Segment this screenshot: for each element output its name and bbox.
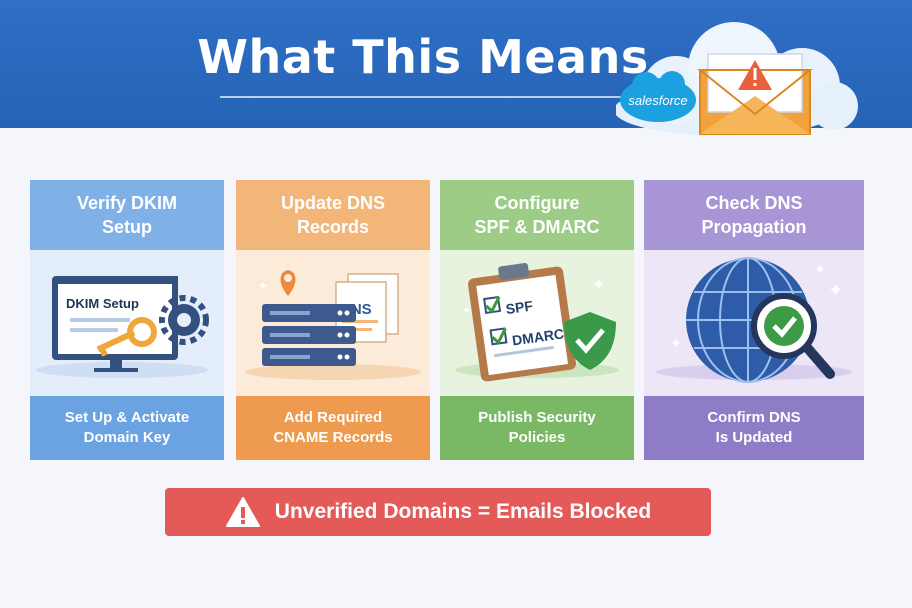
warning-banner: Unverified Domains = Emails Blocked: [165, 488, 711, 536]
card-check-dns-propagation: Check DNS Propagation ✦ ✦ ✦ Co: [644, 180, 864, 460]
card-update-dns: Update DNS Records DNS: [236, 180, 430, 460]
spf-label: SPF: [505, 297, 535, 317]
sparkle-icon: ✦: [258, 279, 268, 293]
alert-triangle-icon: [738, 60, 772, 90]
magnifier-check-icon: [751, 293, 835, 379]
card-illustration: ✦ ✦ ✦: [644, 250, 864, 396]
card-verify-dkim: Verify DKIM Setup DKIM Setup: [30, 180, 224, 460]
document-icon: [335, 273, 399, 343]
monitor-icon: [52, 276, 178, 372]
key-icon: [96, 317, 157, 357]
card-illustration: DKIM Setup: [30, 250, 224, 396]
card-title: Check DNS Propagation: [644, 180, 864, 250]
card-configure-spf-dmarc: Configure SPF & DMARC SPF DMARC ✦ ✦: [440, 180, 634, 460]
card-illustration: DNS ✦: [236, 250, 430, 396]
shield-check-icon: [564, 312, 616, 370]
card-title: Verify DKIM Setup: [30, 180, 224, 250]
card-caption: Publish Security Policies: [440, 396, 634, 460]
card-title: Configure SPF & DMARC: [440, 180, 634, 250]
sparkle-icon: ✦: [462, 304, 471, 317]
salesforce-logo-text: salesforce: [628, 93, 687, 108]
title-underline: [220, 96, 622, 98]
dmarc-label: DMARC: [511, 325, 565, 348]
sparkle-icon: ✦: [828, 280, 843, 301]
warning-triangle-icon: [225, 497, 260, 527]
card-illustration: SPF DMARC ✦ ✦: [440, 250, 634, 396]
dkim-setup-label: DKIM Setup: [66, 296, 139, 311]
page-title: What This Means: [197, 30, 649, 84]
sparkle-icon: ✦: [670, 336, 682, 352]
server-icon: [262, 304, 356, 366]
card-title: Update DNS Records: [236, 180, 430, 250]
card-caption: Set Up & Activate Domain Key: [30, 396, 224, 460]
location-pin-icon: [280, 270, 296, 296]
gear-icon: [159, 295, 209, 345]
salesforce-badge: salesforce: [620, 71, 696, 122]
warning-text: Unverified Domains = Emails Blocked: [274, 500, 652, 523]
card-caption: Add Required CNAME Records: [236, 396, 430, 460]
cloud-envelope-illustration: salesforce: [616, 22, 858, 136]
card-caption: Confirm DNS Is Updated: [644, 396, 864, 460]
clipboard-icon: [468, 263, 576, 382]
sparkle-icon: ✦: [814, 262, 826, 278]
sparkle-icon: ✦: [592, 275, 605, 294]
